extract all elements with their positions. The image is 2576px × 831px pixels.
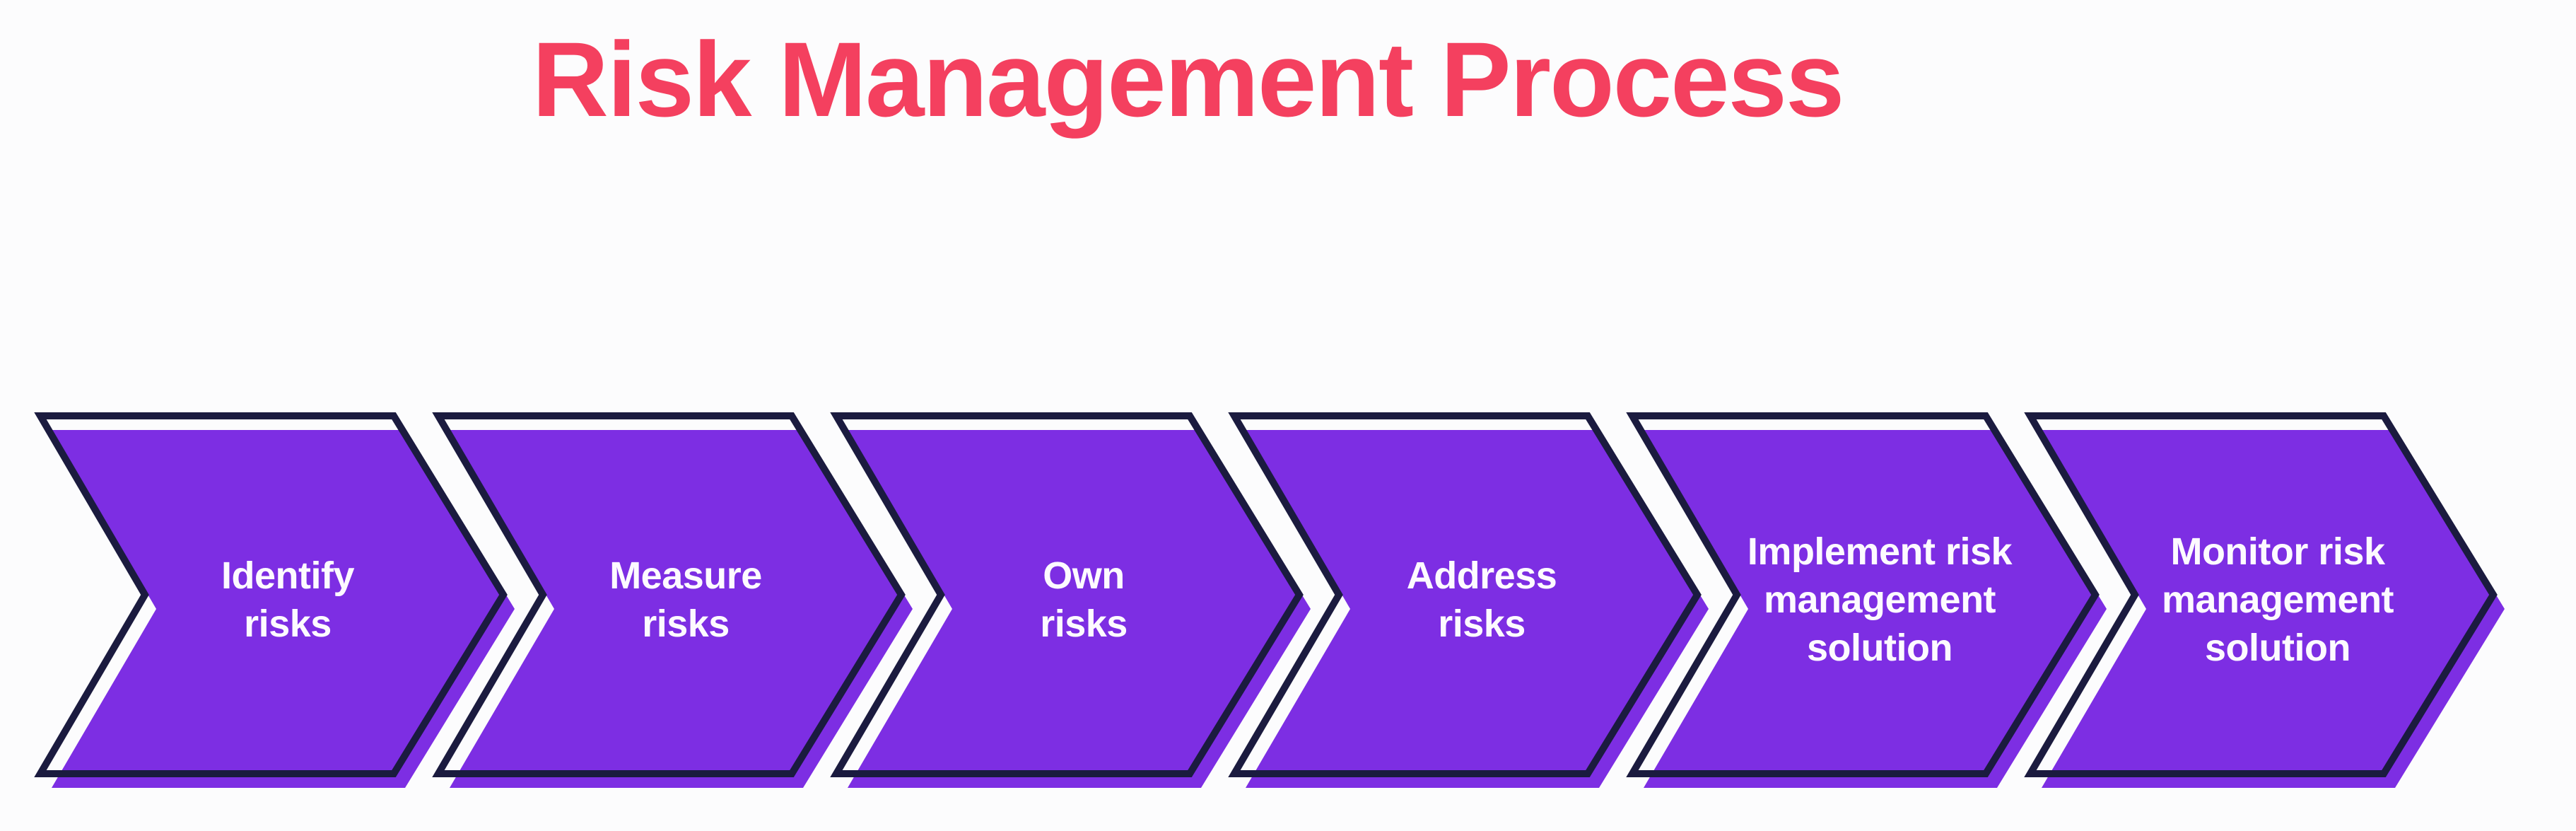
step-1-chevron-outline [34,412,508,777]
step-5-chevron-fill [1644,430,2107,788]
step-6-chevron-fill [2042,430,2505,788]
step-1-label: Identify risks [221,554,355,645]
step-1-chevron [34,412,515,788]
step-5-chevron-outline [1626,412,2100,777]
step-6-chevron-outline [2024,412,2498,777]
step-1-chevron-fill [52,430,515,788]
step-2-chevron-fill [450,430,913,788]
step-2-label: Measure risks [609,554,762,645]
step-3-chevron-fill [848,430,1311,788]
step-5-label: Implement risk management solution [1747,530,2013,669]
step-5-chevron [1626,412,2107,788]
step-6-label: Monitor risk management solution [2161,530,2394,669]
step-2-chevron-outline [432,412,906,777]
step-4-chevron-fill [1246,430,1709,788]
step-2-chevron [432,412,913,788]
step-3-chevron [830,412,1311,788]
step-4-label: Address risks [1406,554,1557,645]
page-title: Risk Management Process [532,20,1845,139]
step-3-chevron-outline [830,412,1304,777]
step-4-chevron-outline [1228,412,1702,777]
step-3-label: Own risks [1040,554,1128,645]
step-4-chevron [1228,412,1709,788]
step-6-chevron [2024,412,2505,788]
